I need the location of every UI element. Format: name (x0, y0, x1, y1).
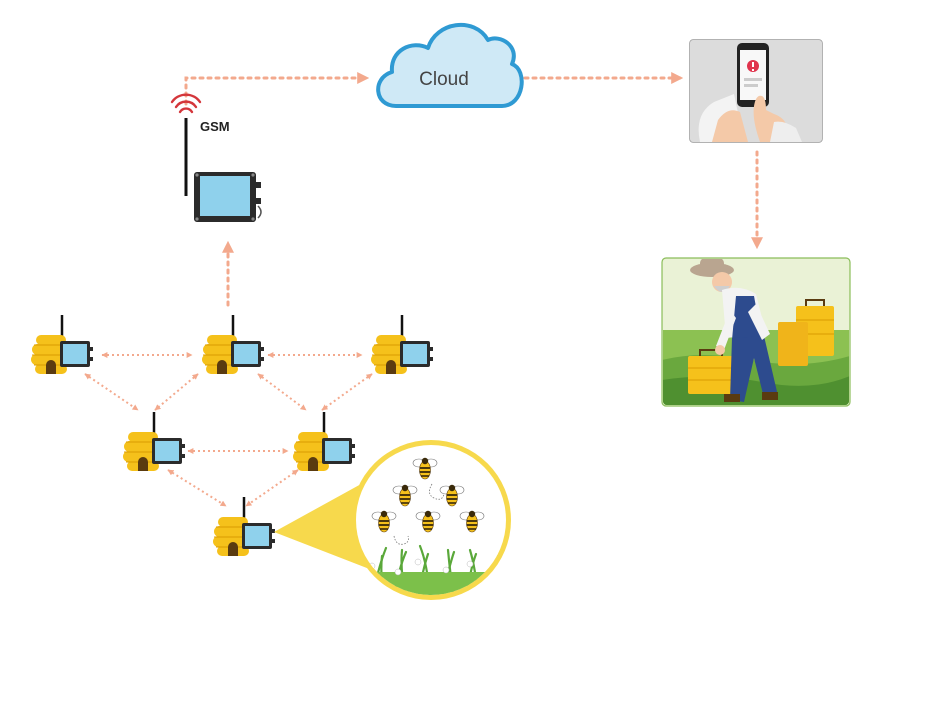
cloud-label: Cloud (419, 69, 469, 90)
bubble-pointer (274, 478, 372, 570)
connection-arrows (84, 72, 763, 507)
bee-flight-path (393, 535, 409, 545)
beekeeper-node (661, 257, 851, 407)
beehive-sensor-icon (369, 313, 435, 376)
beehive-sensor-icon (211, 495, 277, 558)
beekeeper-icon (663, 259, 849, 405)
beehive-sensor-icon (200, 313, 266, 376)
beehive-sensor-icon (29, 313, 95, 376)
gsm-signal-icon (170, 93, 202, 114)
bee-zoom-bubble (274, 440, 511, 600)
edge-hive3-hive5 (321, 373, 373, 411)
edge-hive2-hive4 (154, 373, 199, 411)
gsm-label: GSM (200, 119, 230, 134)
cloud-node: Cloud (376, 22, 524, 108)
edge-hive1-hive4 (84, 373, 139, 411)
edge-hive5-hive6 (245, 469, 299, 507)
gsm-gateway-node: GSM (170, 93, 262, 222)
smartphone-alert-icon (690, 40, 822, 142)
gsm-gateway-icon (184, 118, 262, 222)
cloud-icon (376, 22, 524, 108)
bee-flight-path (429, 483, 445, 500)
smartphone-alert-node (689, 39, 823, 143)
edge-gsm-to-cloud (184, 72, 370, 106)
hive-mesh-links (84, 352, 373, 507)
edge-hive2-hive5 (257, 373, 307, 411)
edge-hive4-hive6 (167, 469, 227, 507)
beehive-sensor-icon (121, 410, 187, 473)
beehive-sensor-icon (291, 410, 357, 473)
